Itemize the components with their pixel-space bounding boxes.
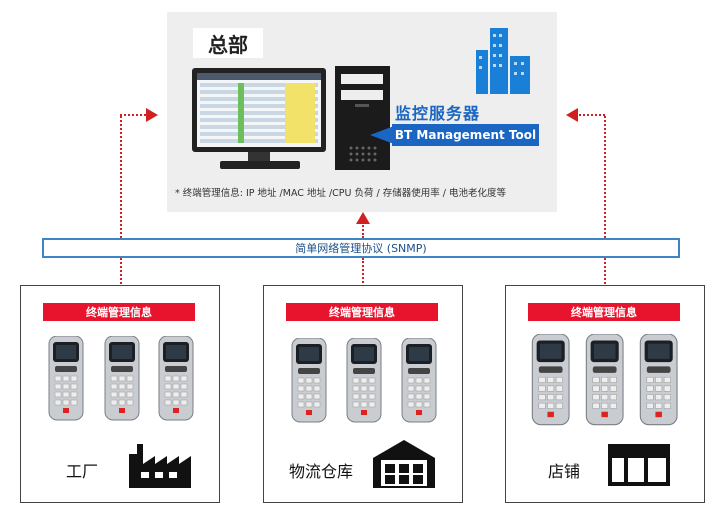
center-arrow-lower	[362, 258, 364, 306]
handheld-terminal	[104, 336, 140, 421]
snmp-label: 简单网络管理协议 (SNMP)	[295, 242, 427, 255]
right-arrow-horizontal	[574, 114, 605, 116]
site-tag-warehouse: 终端管理信息	[286, 303, 438, 321]
server-tower-icon	[335, 66, 390, 170]
callout-pointer	[370, 126, 394, 144]
handheld-terminal	[48, 336, 84, 421]
left-arrow-head	[146, 108, 158, 122]
snmp-protocol-bar: 简单网络管理协议 (SNMP)	[42, 238, 680, 258]
bt-management-tool-tag: BT Management Tool	[392, 124, 539, 146]
left-arrow-lower	[120, 258, 122, 308]
left-arrow-line	[120, 116, 122, 238]
handheld-terminal	[585, 334, 624, 426]
center-arrow-upper	[362, 222, 364, 238]
handheld-terminal	[401, 338, 437, 423]
warehouse-icon	[373, 440, 435, 488]
left-arrow-horizontal	[120, 114, 150, 116]
factory-icon	[129, 444, 191, 488]
right-arrow-lower	[604, 258, 606, 308]
headquarters-title: 总部	[193, 28, 263, 58]
footnote-text: * 终端管理信息: IP 地址 /MAC 地址 /CPU 负荷 / 存储器使用率…	[175, 188, 506, 199]
monitor-icon	[192, 68, 326, 169]
site-name-store: 店铺	[548, 462, 581, 481]
site-tag-store: 终端管理信息	[528, 303, 680, 321]
right-arrow-head	[566, 108, 578, 122]
store-icon	[608, 444, 670, 486]
site-name-factory: 工厂	[66, 462, 99, 481]
site-name-warehouse: 物流仓库	[289, 462, 354, 481]
monitoring-server-label: 监控服务器	[395, 104, 481, 123]
handheld-terminal	[291, 338, 327, 423]
right-arrow-line	[604, 116, 606, 238]
center-arrow-head	[356, 212, 370, 224]
buildings-icon	[476, 28, 530, 94]
handheld-terminal	[531, 334, 570, 426]
handheld-terminal	[639, 334, 678, 426]
site-tag-factory: 终端管理信息	[43, 303, 195, 321]
handheld-terminal	[346, 338, 382, 423]
handheld-terminal	[158, 336, 194, 421]
